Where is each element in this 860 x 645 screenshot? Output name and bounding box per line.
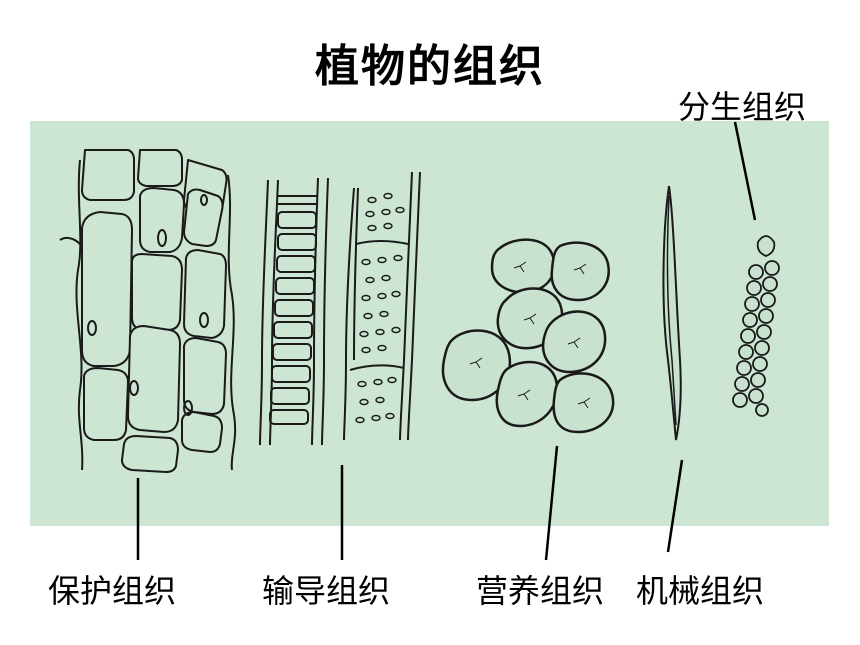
meristem-drawing bbox=[732, 235, 780, 417]
label-meristematic-tissue: 分生组织 bbox=[678, 88, 807, 126]
label-conducting-tissue: 输导组织 bbox=[262, 572, 391, 610]
protective-tissue-drawing bbox=[59, 149, 237, 473]
vessel-drawing bbox=[259, 177, 329, 446]
diagram-title: 植物的组织 bbox=[315, 41, 545, 92]
leader-line-mechanical bbox=[666, 459, 684, 553]
parenchyma-drawing bbox=[441, 238, 615, 434]
label-protective-tissue: 保护组织 bbox=[48, 572, 177, 610]
fiber-drawing bbox=[662, 185, 682, 441]
pitted-vessel-drawing bbox=[343, 171, 421, 441]
label-nutritive-tissue: 营养组织 bbox=[476, 572, 605, 610]
leader-lines bbox=[136, 121, 757, 561]
leader-line-meristematic bbox=[733, 121, 757, 221]
leader-line-nutritive bbox=[544, 445, 559, 561]
label-mechanical-tissue: 机械组织 bbox=[636, 572, 765, 610]
